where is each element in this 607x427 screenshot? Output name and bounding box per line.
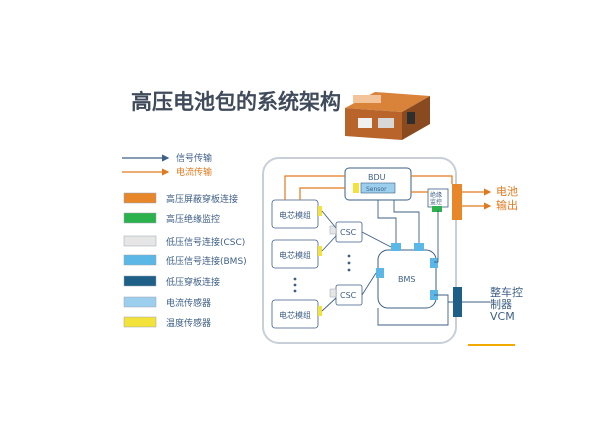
legend-swatch bbox=[123, 192, 157, 204]
insulation-connector bbox=[432, 206, 442, 212]
bms-connector bbox=[391, 243, 401, 251]
legend-item-label: 低压信号连接(CSC) bbox=[166, 236, 245, 248]
temp-sensor-bdu bbox=[353, 183, 359, 193]
battery-output-label: 电池输出 bbox=[496, 185, 518, 212]
cell-module: 电芯模组 bbox=[271, 199, 322, 229]
legend-swatch bbox=[123, 316, 157, 328]
legend-item-label: 高压绝缘监控 bbox=[166, 213, 220, 225]
legend-signal: 信号传输 bbox=[122, 152, 212, 164]
lv-feedthrough-connector bbox=[453, 287, 462, 317]
pack-enclosure bbox=[262, 157, 457, 344]
legend-item-label: 温度传感器 bbox=[166, 317, 211, 329]
legend-swatch bbox=[123, 254, 157, 266]
csc-continuation-dots bbox=[347, 254, 351, 272]
bms-connector bbox=[414, 243, 424, 251]
battery-pack-image bbox=[345, 92, 430, 140]
legend-current: 电流传输 bbox=[122, 166, 212, 178]
legend-swatch bbox=[123, 296, 157, 308]
legend-item-label: 低压穿板连接 bbox=[166, 276, 220, 288]
legend-signal-label: 信号传输 bbox=[176, 152, 212, 164]
legend-current-label: 电流传输 bbox=[176, 166, 212, 178]
cell-module-label: 电芯模组 bbox=[279, 250, 311, 260]
bms-connector bbox=[430, 258, 438, 268]
csc-label: CSC bbox=[340, 291, 357, 300]
csc-label: CSC bbox=[340, 228, 357, 237]
legend-item-label: 低压信号连接(BMS) bbox=[166, 255, 247, 267]
bms-label: BMS bbox=[398, 275, 415, 284]
sensor-label: Sensor bbox=[366, 186, 387, 193]
cell-module-label: 电芯模组 bbox=[279, 310, 311, 320]
signal-wires bbox=[321, 200, 490, 326]
legend-swatch bbox=[123, 235, 157, 247]
module-continuation-dots bbox=[293, 277, 297, 293]
legend-items: 高压屏蔽穿板连接 高压绝缘监控 低压信号连接(CSC) 低压信号连接(BMS) … bbox=[123, 192, 247, 329]
legend-swatch bbox=[123, 275, 157, 287]
insulation-monitor-label: 绝缘监控 bbox=[430, 191, 442, 206]
diagram-title: 高压电池包的系统架构 bbox=[131, 90, 341, 114]
legend-swatch bbox=[123, 212, 157, 224]
cell-module: 电芯模组 bbox=[271, 299, 322, 329]
bdu-label: BDU bbox=[368, 173, 386, 182]
bms-connector bbox=[376, 268, 384, 278]
bms-block bbox=[377, 249, 437, 309]
cell-module: 电芯模组 bbox=[271, 239, 322, 269]
cell-module-label: 电芯模组 bbox=[279, 210, 311, 220]
csc-unit: CSC bbox=[329, 221, 363, 243]
current-wires bbox=[284, 175, 492, 210]
hv-shield-connector bbox=[452, 184, 462, 220]
current-sensor bbox=[360, 182, 396, 194]
legend-item-label: 高压屏蔽穿板连接 bbox=[166, 193, 238, 205]
csc-unit: CSC bbox=[329, 284, 363, 306]
legend-item-label: 电流传感器 bbox=[166, 297, 211, 309]
